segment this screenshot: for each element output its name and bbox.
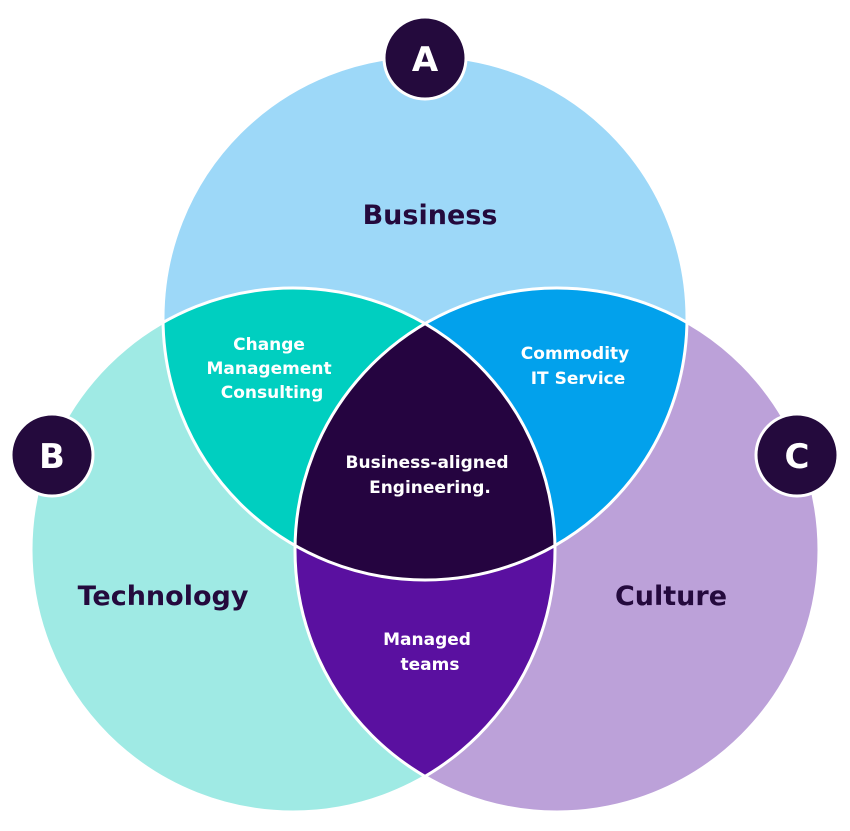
circle-outlines <box>29 54 821 814</box>
label-managed-teams: Managed teams <box>383 630 477 675</box>
label-commodity-it: Commodity IT Service <box>521 344 635 389</box>
svg-text:A: A <box>412 40 439 80</box>
label-business: Business <box>363 200 498 231</box>
badge-b: B <box>9 412 95 498</box>
badge-c: C <box>754 412 840 498</box>
badge-a: A <box>382 15 468 101</box>
label-technology: Technology <box>78 581 249 612</box>
intersection-center <box>295 288 555 580</box>
label-business-aligned: Business-aligned Engineering. <box>346 453 515 498</box>
svg-text:C: C <box>785 437 810 477</box>
label-culture: Culture <box>615 581 727 612</box>
label-change-management: Change Management Consulting <box>206 335 337 403</box>
svg-text:B: B <box>39 437 65 477</box>
